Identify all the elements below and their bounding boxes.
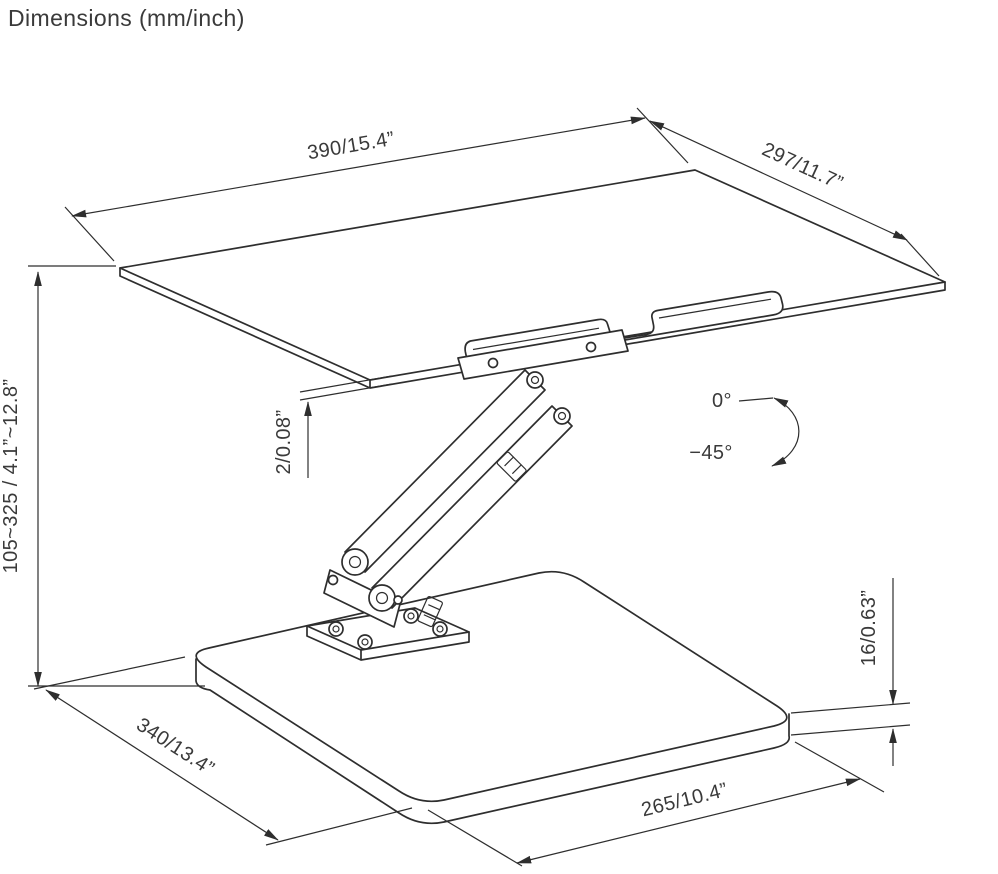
dim-height-range-label: 105~325 / 4.1”~12.8” bbox=[0, 379, 22, 574]
screw bbox=[357, 634, 373, 650]
dimension-line bbox=[45, 689, 279, 841]
page-title: Dimensions (mm/inch) bbox=[8, 5, 245, 31]
screw-center bbox=[436, 625, 444, 633]
upper-pivot-axle bbox=[557, 411, 567, 421]
screw bbox=[585, 341, 597, 353]
tilt-angle-annotation: 0° −45° bbox=[689, 390, 800, 467]
dimension-line bbox=[649, 120, 908, 241]
screw bbox=[393, 595, 403, 605]
tilt-max-label: −45° bbox=[689, 442, 733, 464]
arm-slider-detail bbox=[496, 451, 527, 482]
dim-height-range: 105~325 / 4.1”~12.8” bbox=[0, 265, 205, 687]
upper-mount-bar bbox=[457, 329, 629, 380]
lower-pivot bbox=[341, 548, 369, 576]
latch-slots bbox=[423, 604, 441, 621]
dimension-line bbox=[516, 778, 861, 864]
dim-platform-width-label: 390/15.4” bbox=[306, 128, 397, 165]
extension-line bbox=[299, 375, 393, 401]
lower-pivot-axle bbox=[375, 591, 389, 605]
screw bbox=[432, 621, 448, 637]
extension-line bbox=[900, 233, 940, 277]
upper-pivot bbox=[526, 371, 544, 389]
extension-line bbox=[427, 741, 885, 867]
dim-platform-thickness: 2/0.08” bbox=[273, 375, 393, 478]
screw-center bbox=[407, 612, 415, 620]
mounting-plate-thickness bbox=[306, 625, 470, 661]
dimension-line bbox=[71, 116, 646, 218]
lower-pivot bbox=[368, 584, 396, 612]
dim-base-thickness-label: 16/0.63” bbox=[858, 590, 880, 667]
arm-pivots bbox=[327, 371, 571, 612]
mounting-plate-screws bbox=[328, 608, 448, 650]
upper-pivot-axle bbox=[530, 375, 540, 385]
latch-plate bbox=[417, 595, 443, 628]
angle-tick-line bbox=[738, 397, 774, 402]
screw bbox=[327, 574, 339, 586]
angle-arc-arrow bbox=[771, 397, 800, 467]
extension-line bbox=[28, 265, 205, 687]
extension-line bbox=[33, 656, 413, 846]
screw-center bbox=[332, 625, 340, 633]
plate-latch-detail bbox=[417, 595, 443, 628]
dim-base-width-label: 265/10.4” bbox=[639, 779, 730, 821]
screw bbox=[487, 357, 499, 369]
screw-center bbox=[361, 638, 369, 646]
slider-slots bbox=[504, 456, 522, 475]
slider-plate bbox=[496, 451, 527, 482]
dim-base-depth-label: 340/13.4” bbox=[132, 714, 218, 780]
screw bbox=[403, 608, 419, 624]
base-top-face bbox=[195, 570, 788, 803]
support-arm bbox=[306, 329, 629, 661]
upper-pivot bbox=[553, 407, 571, 425]
lower-pivot-axle bbox=[348, 555, 362, 569]
dim-base-thickness: 16/0.63” bbox=[790, 578, 911, 766]
tilt-zero-label: 0° bbox=[712, 390, 732, 412]
lip-fold-line bbox=[472, 298, 772, 351]
screw bbox=[328, 621, 344, 637]
dim-platform-depth-label: 297/11.7” bbox=[759, 138, 847, 194]
extension-line bbox=[790, 702, 911, 736]
dim-platform-thickness-label: 2/0.08” bbox=[273, 409, 295, 474]
